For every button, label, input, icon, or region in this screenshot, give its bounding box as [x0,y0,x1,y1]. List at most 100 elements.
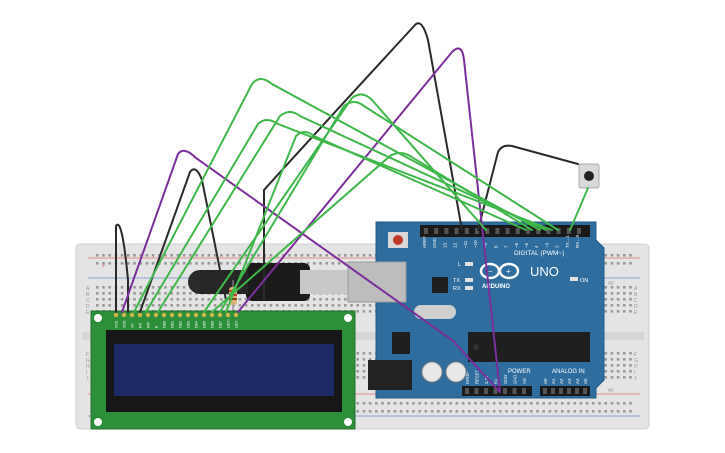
breadboard-hole [331,298,335,301]
plus-marker: + [102,264,106,270]
wire-purple-5v [237,47,501,393]
breadboard-hole [176,254,180,257]
breadboard-hole [610,298,614,301]
breadboard-hole [629,402,632,405]
breadboard-row-letter: H [634,364,638,370]
lcd-screen [114,344,334,396]
lcd-pin [209,312,215,318]
lcd-pin-label: V0 [131,324,135,328]
breadboard-hole [629,254,632,257]
breadboard-hole [108,262,111,265]
breadboard-row-letter: A [634,286,638,292]
breadboard-hole [356,352,359,355]
power-pin-label: GND [513,375,518,384]
digital-pin-label: 7 [504,245,509,248]
breadboard-hole [604,254,607,257]
breadboard-hole [629,262,632,265]
breadboard-hole [573,410,576,413]
breadboard-hole [616,364,620,367]
breadboard-hole [176,262,180,265]
breadboard-row-letter: C [634,298,638,304]
breadboard-hole [399,402,403,405]
digital-pin-socket [475,228,479,234]
breadboard-hole [220,298,223,301]
breadboard-hole [573,402,576,405]
breadboard-hole [623,352,626,355]
breadboard-hole [616,352,620,355]
breadboard-hole [269,254,273,257]
digital-pin-label: 8 [493,245,498,248]
breadboard-hole [356,370,359,373]
reset-button-cap[interactable] [393,235,403,245]
breadboard-hole [362,410,366,413]
breadboard-hole [151,286,155,289]
digital-pin-label: ~11 [463,240,468,248]
breadboard-hole [604,364,607,367]
breadboard-hole [170,286,173,289]
breadboard-hole [139,286,142,289]
breadboard-hole [554,410,558,413]
breadboard-row-letter: D [634,304,638,310]
breadboard-hole [238,298,242,301]
push-button[interactable] [578,163,600,189]
breadboard-hole [325,262,328,265]
breadboard-hole [182,286,186,289]
breadboard-hole [610,254,614,257]
breadboard-hole [337,262,341,265]
breadboard-hole [325,298,328,301]
breadboard-hole [499,402,502,405]
breadboard-hole [418,402,421,405]
breadboard-hole [604,310,607,313]
breadboard-hole [182,292,186,295]
breadboard-hole [480,402,483,405]
breadboard-hole [232,254,235,257]
breadboard-hole [170,254,173,257]
wire-black-gnd [263,22,463,301]
breadboard-hole [275,304,279,307]
breadboard-hole [368,310,372,313]
breadboard-hole [151,304,155,307]
breadboard-hole [610,370,614,373]
lcd-pin-label: DB0 [163,321,167,328]
analog-pin-socket [575,388,579,394]
breadboard-hole [201,254,204,257]
lcd-pin-label: VSS [115,320,119,328]
breadboard-hole [120,286,124,289]
breadboard-hole [145,262,149,265]
breadboard-hole [610,304,614,307]
breadboard-hole [616,286,620,289]
breadboard-row-letter: F [86,352,89,358]
breadboard-hole [499,410,502,413]
analog-pin-socket [583,388,587,394]
arduino-logo: − + [479,262,520,280]
digital-pin-socket [526,228,530,234]
breadboard-hole [585,402,589,405]
breadboard-hole [195,262,198,265]
breadboard-hole [505,410,508,413]
lcd-pin [169,312,175,318]
breadboard-hole [139,254,142,257]
wires [115,22,589,393]
lcd-pin [193,312,199,318]
breadboard-hole [623,358,626,361]
breadboard-hole [629,410,632,413]
breadboard-hole [220,262,223,265]
analog-pin-label: A1 [551,378,556,384]
breadboard-hole [151,292,155,295]
breadboard-hole [387,410,390,413]
lcd-pin-label: LED- [235,319,239,328]
breadboard-hole [567,402,570,405]
analog-pin-socket [543,388,547,394]
breadboard-hole [536,410,539,413]
led-l-label: L [458,262,461,268]
breadboard-hole [164,286,167,289]
breadboard-hole [629,292,632,295]
breadboard-hole [579,410,583,413]
breadboard-hole [554,402,558,405]
breadboard-hole [238,254,242,257]
analog-pin-label: A5 [583,378,588,384]
lcd-pin-label: LED+ [227,319,231,328]
breadboard-hole [170,262,173,265]
power-header-label: POWER [508,369,531,375]
